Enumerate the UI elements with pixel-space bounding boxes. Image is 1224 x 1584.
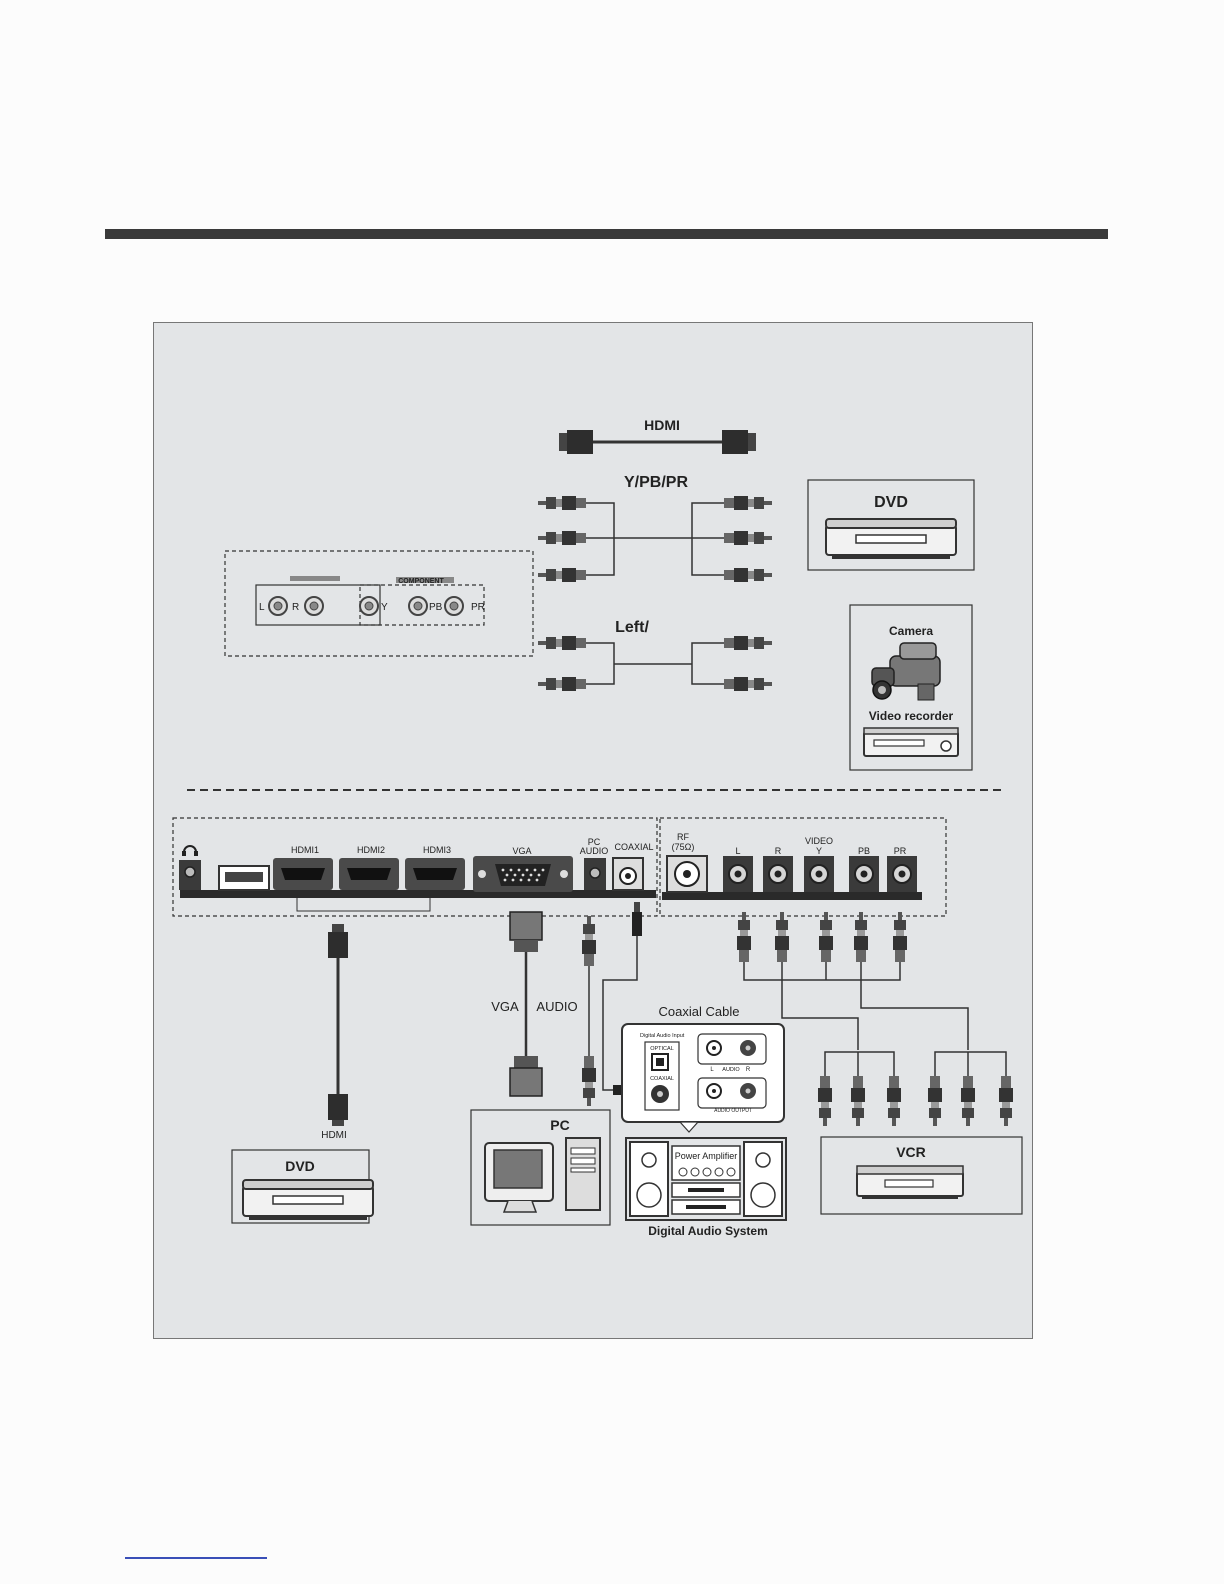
rf-label-1: RF: [677, 832, 689, 842]
audio-panel-audio: AUDIO: [722, 1067, 740, 1073]
pb-port-label: PB: [858, 846, 870, 856]
audio-cable-top: [538, 636, 772, 691]
component-cable: [538, 496, 772, 582]
audio-cable-label: Left/: [615, 619, 649, 636]
hdmi1-label: HDMI1: [291, 845, 319, 855]
vga-cable-label: VGA: [491, 999, 519, 1014]
pc-label: PC: [550, 1117, 569, 1133]
pc-audio-label-2: AUDIO: [580, 846, 609, 856]
power-amplifier-label: Power Amplifier: [675, 1151, 738, 1161]
hdmi-cable-top: [559, 430, 756, 454]
l-port-label: L: [735, 846, 740, 856]
coaxial-port-label: COAXIAL: [614, 842, 653, 852]
audio-output-label: AUDIO OUTPUT: [714, 1108, 752, 1114]
vcr-label: VCR: [896, 1144, 926, 1160]
hdmi2-label: HDMI2: [357, 845, 385, 855]
optical-label: OPTICAL: [650, 1046, 674, 1052]
rf-label-2: (75Ω): [672, 842, 695, 852]
audio-cable-label-bottom: AUDIO: [536, 999, 577, 1014]
side-jack-y: Y: [381, 602, 388, 613]
coaxial-input-label: COAXIAL: [650, 1076, 674, 1082]
r-port-label: R: [775, 846, 782, 856]
digital-audio-system-label: Digital Audio System: [648, 1224, 768, 1238]
component-label: COMPONENT: [398, 578, 444, 585]
side-jack-l: L: [259, 602, 265, 613]
pc-audio-cable: [582, 916, 596, 1106]
hdmi-cable-label: HDMI: [644, 417, 680, 433]
hdmi-cable-bottom-label: HDMI: [321, 1130, 347, 1141]
side-jack-r: R: [292, 602, 299, 613]
rear-panel-left: [173, 818, 657, 916]
video-label-1: VIDEO: [805, 836, 833, 846]
side-av-panel: [225, 551, 533, 656]
dvd-label-bottom: DVD: [285, 1158, 315, 1174]
hdmi-cable-bottom: [328, 924, 348, 1126]
coaxial-cable-label: Coaxial Cable: [659, 1004, 740, 1019]
rear-panel-right: [660, 818, 946, 916]
component-cable-label: Y/PB/PR: [624, 474, 688, 491]
dvd-label-top: DVD: [874, 494, 908, 511]
camera-label: Camera: [889, 624, 933, 638]
side-jack-pr: PR: [471, 602, 485, 613]
video-recorder-label: Video recorder: [869, 709, 954, 723]
hdmi3-label: HDMI3: [423, 845, 451, 855]
audio-panel-r: R: [746, 1067, 751, 1073]
side-jack-pb: PB: [429, 602, 443, 613]
digital-audio-input-label: Digital Audio Input: [640, 1033, 685, 1039]
video-label-2: Y: [816, 846, 822, 856]
vga-port-label: VGA: [512, 846, 531, 856]
pr-port-label: PR: [894, 846, 907, 856]
pc-device: [471, 1110, 610, 1225]
digital-audio-input-panel: [622, 1024, 784, 1132]
